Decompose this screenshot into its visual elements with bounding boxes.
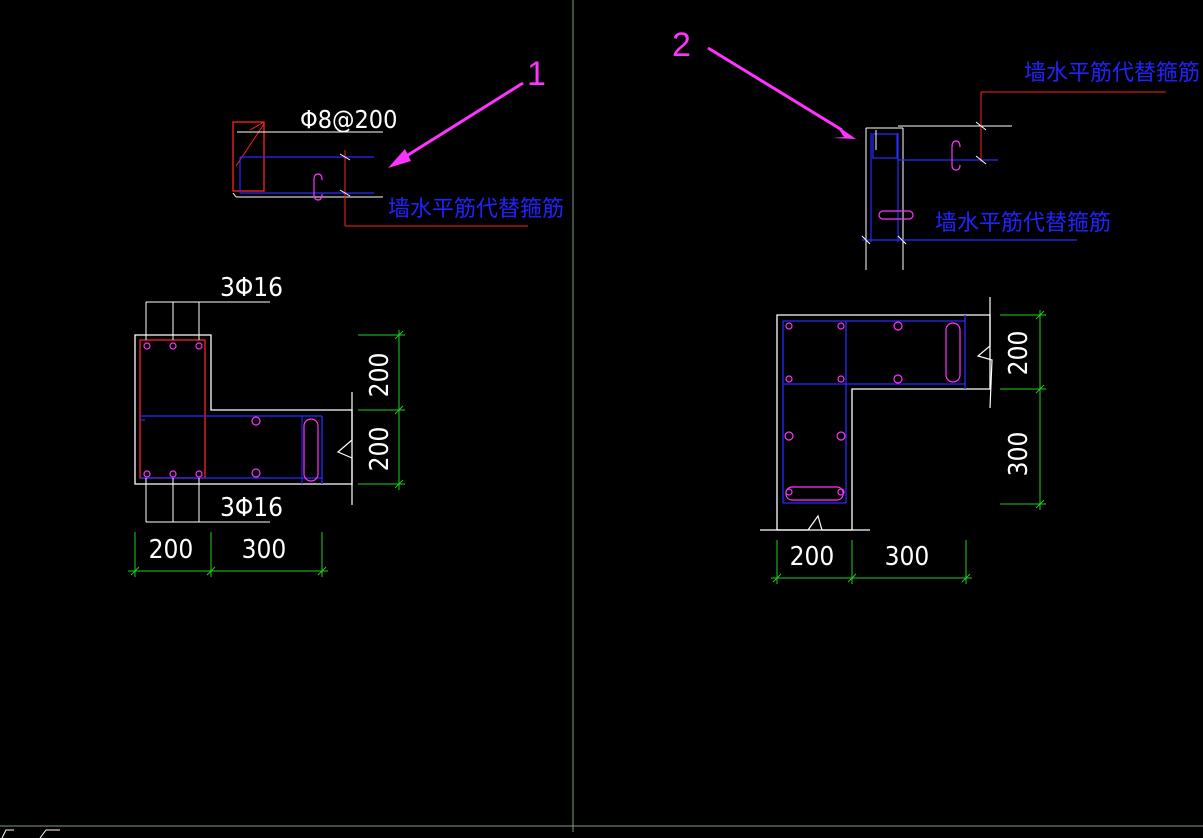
left-dim-horizontal-right: 300 — [242, 535, 287, 565]
left-dim-vertical-lower: 200 — [365, 427, 395, 472]
right-dim-horizontal-right: 300 — [885, 542, 930, 572]
callout-arrowhead-2 — [832, 125, 856, 139]
callout-arrowhead-1 — [388, 149, 411, 168]
right-dim-vertical-upper: 200 — [1004, 331, 1034, 376]
left-dim-vertical-upper: 200 — [365, 353, 395, 398]
right-dim-vertical-lower: 300 — [1004, 432, 1034, 477]
callout-leader-2 — [707, 46, 843, 132]
callout-number-1: 1 — [527, 55, 546, 93]
right-note-label-bottom: 墙水平筋代替箍筋 — [935, 211, 1111, 236]
left-note-label: 墙水平筋代替箍筋 — [388, 197, 564, 222]
left-detail-small — [232, 121, 528, 227]
callout-leader-1 — [399, 81, 524, 162]
ucs-icon — [1, 829, 60, 838]
right-l-section — [760, 297, 993, 531]
right-dimensions — [771, 310, 1046, 584]
left-dim-horizontal-left: 200 — [149, 535, 194, 565]
left-panel: 1 Φ8@200 墙水平筋代替箍筋 — [128, 55, 564, 577]
stirrup-label: Φ8@200 — [300, 105, 397, 134]
right-dim-horizontal-left: 200 — [790, 542, 835, 572]
left-l-section — [134, 301, 353, 523]
right-detail-small — [861, 91, 1166, 270]
right-panel: 2 墙水平筋代替箍筋 墙水平筋代替箍筋 — [672, 26, 1200, 584]
rebar-bottom-label: 3Φ16 — [220, 493, 283, 523]
left-dimensions — [128, 330, 405, 577]
rebar-top-label: 3Φ16 — [220, 273, 283, 303]
callout-number-2: 2 — [672, 26, 691, 64]
right-note-label-top: 墙水平筋代替箍筋 — [1024, 61, 1200, 86]
